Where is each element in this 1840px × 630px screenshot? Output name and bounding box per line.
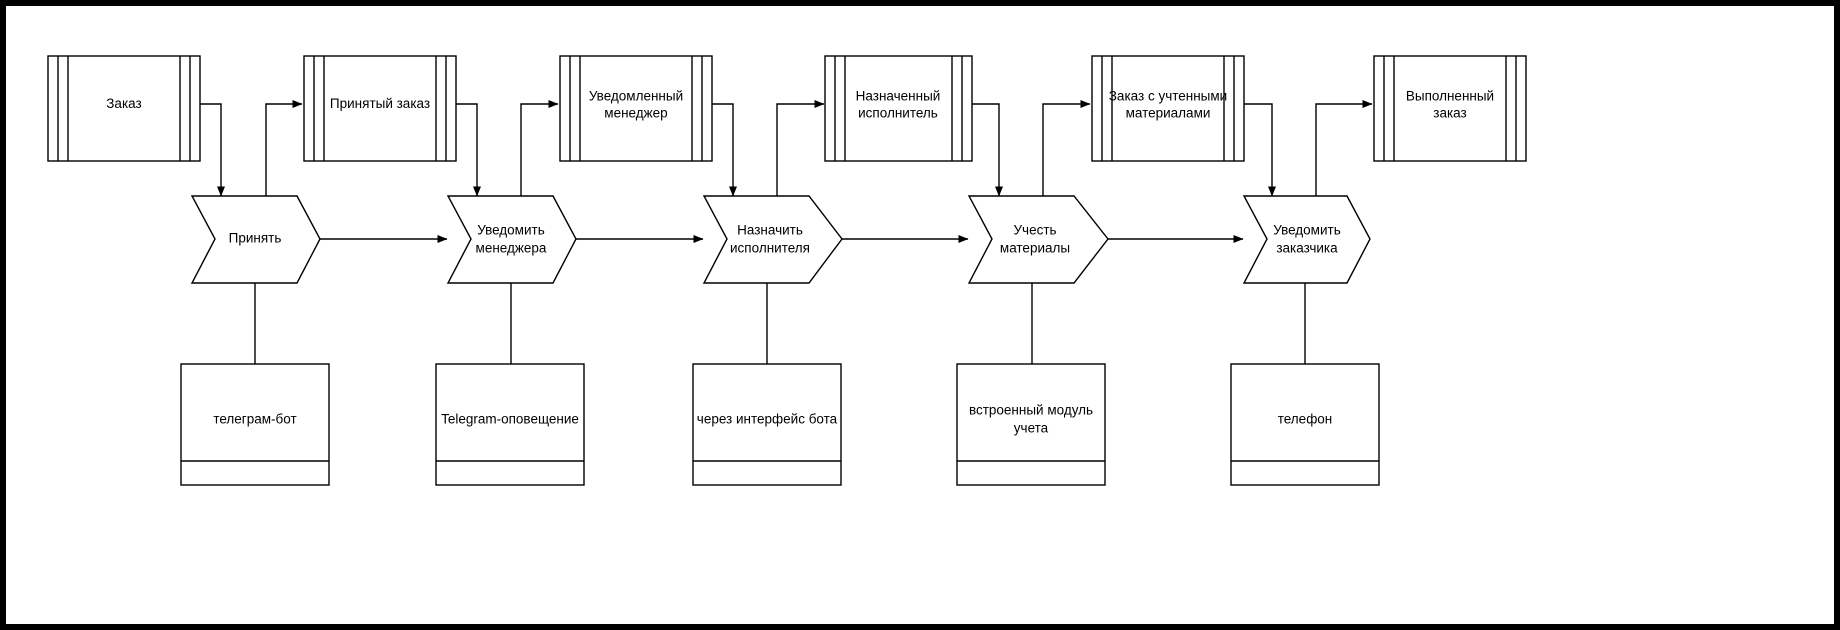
process-label-line2: менеджера bbox=[476, 241, 547, 256]
process-label: Принять bbox=[229, 231, 282, 246]
process-notify-customer[interactable]: Уведомить заказчика bbox=[1242, 195, 1371, 284]
data-object-accepted-order[interactable]: Принятый заказ bbox=[303, 55, 457, 162]
mechanism-telegram-notice[interactable]: Telegram-оповещение bbox=[435, 363, 585, 486]
data-object-assigned-worker[interactable]: Назначенный исполнитель bbox=[824, 55, 973, 162]
process-notify-manager[interactable]: Уведомить менеджера bbox=[446, 195, 577, 284]
data-object-notified-manager[interactable]: Уведомленный менеджер bbox=[559, 55, 713, 162]
process-label-line2: исполнителя bbox=[730, 241, 810, 256]
process-assign-worker[interactable]: Назначить исполнителя bbox=[702, 195, 843, 284]
connector-notify-manager-to-notified-manager bbox=[520, 100, 559, 196]
data-object-label: Принятый заказ bbox=[330, 96, 430, 111]
data-object-label-line2: материалами bbox=[1126, 106, 1211, 121]
data-object-label-line1: Назначенный bbox=[856, 89, 941, 104]
process-accept[interactable]: Принять bbox=[190, 195, 321, 284]
mechanism-telegram-bot[interactable]: телеграм-бот bbox=[180, 363, 330, 486]
connector-notified-manager-to-assign-worker bbox=[712, 103, 737, 197]
mechanism-label: телеграм-бот bbox=[213, 412, 296, 427]
mechanism-phone[interactable]: телефон bbox=[1230, 363, 1380, 486]
connector-order-to-accept bbox=[200, 103, 225, 197]
process-label-line2: материалы bbox=[1000, 241, 1070, 256]
process-label-line2: заказчика bbox=[1276, 241, 1338, 256]
process-label-line1: Назначить bbox=[737, 223, 803, 238]
connector-account-materials-to-order-materials bbox=[1042, 100, 1091, 196]
connector-assigned-worker-to-account-materials bbox=[972, 103, 1003, 197]
connectors bbox=[200, 100, 1373, 364]
process-label-line1: Учесть bbox=[1013, 223, 1056, 238]
mechanism-label: через интерфейс бота bbox=[697, 412, 838, 427]
data-object-label-line2: исполнитель bbox=[858, 106, 938, 121]
data-object-label-line1: Заказ с учтенными bbox=[1109, 89, 1227, 104]
data-object-label-line1: Выполненный bbox=[1406, 89, 1494, 104]
connector-accepted-order-to-notify-manager bbox=[456, 103, 481, 197]
connector-order-materials-to-notify-customer bbox=[1244, 103, 1276, 197]
mechanism-builtin-module[interactable]: встроенный модуль учета bbox=[956, 363, 1106, 486]
data-object-label-line2: менеджер bbox=[604, 106, 667, 121]
mechanism-label-line1: встроенный модуль bbox=[969, 403, 1093, 418]
mechanism-label: Telegram-оповещение bbox=[441, 412, 579, 427]
process-label-line1: Уведомить bbox=[1273, 223, 1340, 238]
process-account-materials[interactable]: Учесть материалы bbox=[967, 195, 1109, 284]
connector-notify-customer-to-completed-order bbox=[1315, 100, 1373, 196]
mechanism-label-line2: учета bbox=[1014, 421, 1049, 436]
connector-accept-to-accepted-order bbox=[265, 100, 303, 196]
mechanism-label: телефон bbox=[1278, 412, 1333, 427]
data-object-label-line1: Уведомленный bbox=[589, 89, 683, 104]
process-label-line1: Уведомить bbox=[477, 223, 544, 238]
mechanism-bot-interface[interactable]: через интерфейс бота bbox=[692, 363, 842, 486]
data-object-order-materials[interactable]: Заказ с учтенными материалами bbox=[1091, 55, 1245, 162]
data-object-label: Заказ bbox=[106, 96, 141, 111]
data-object-order[interactable]: Заказ bbox=[47, 55, 201, 162]
connector-assign-worker-to-assigned-worker bbox=[776, 100, 825, 196]
data-object-label-line2: заказ bbox=[1433, 106, 1466, 121]
data-object-completed-order[interactable]: Выполненный заказ bbox=[1373, 55, 1527, 162]
